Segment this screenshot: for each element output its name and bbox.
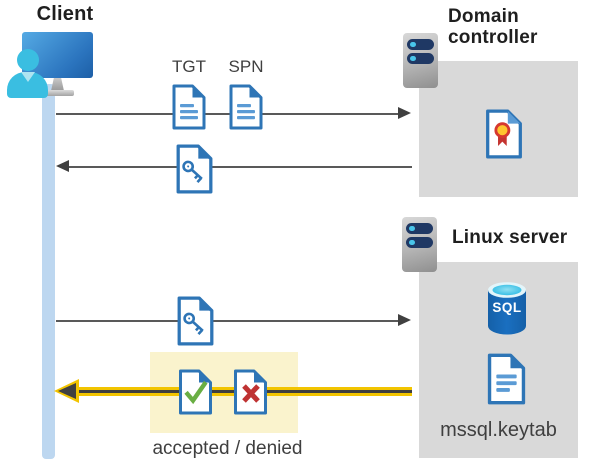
domain-controller-server-icon xyxy=(403,33,438,88)
person-collar-icon xyxy=(21,72,35,82)
server-drive-icon xyxy=(407,39,434,50)
domain-controller-label: Domain controller xyxy=(448,6,538,48)
flow4-arrowhead-icon xyxy=(58,383,76,399)
client-label: Client xyxy=(36,3,94,25)
server-drive-icon xyxy=(406,223,433,234)
tgt-label: TGT xyxy=(172,57,206,76)
sql-icon-label: SQL xyxy=(492,300,522,315)
server-drive-icon xyxy=(407,53,434,64)
certificate-document-icon xyxy=(485,109,523,164)
linux-server-icon xyxy=(402,217,437,272)
key-ticket-document-icon xyxy=(176,143,213,200)
flow1-arrowhead-icon xyxy=(398,107,411,119)
accepted-document-icon xyxy=(177,369,214,420)
flow3-arrowhead-icon xyxy=(398,314,411,326)
server-drive-icon xyxy=(406,237,433,248)
result-label: accepted / denied xyxy=(152,438,303,459)
tgt-document-icon xyxy=(172,84,206,135)
client-monitor-base-icon xyxy=(43,90,74,96)
linux-server-label: Linux server xyxy=(452,227,568,248)
spn-document-icon xyxy=(229,84,263,135)
client-lifeline xyxy=(42,84,55,459)
key-ticket-document-icon xyxy=(177,296,214,351)
flow2-arrowhead-icon xyxy=(56,160,69,172)
keytab-document-icon xyxy=(484,353,529,410)
sql-database-icon: SQL xyxy=(485,279,529,337)
keytab-label: mssql.keytab xyxy=(440,419,557,441)
flow1-line xyxy=(56,113,400,116)
denied-document-icon xyxy=(232,369,269,420)
person-icon xyxy=(17,49,39,71)
spn-label: SPN xyxy=(228,57,264,76)
client-monitor-stand-icon xyxy=(51,78,64,91)
flow3-line xyxy=(56,320,400,323)
flow2-line xyxy=(69,166,412,169)
